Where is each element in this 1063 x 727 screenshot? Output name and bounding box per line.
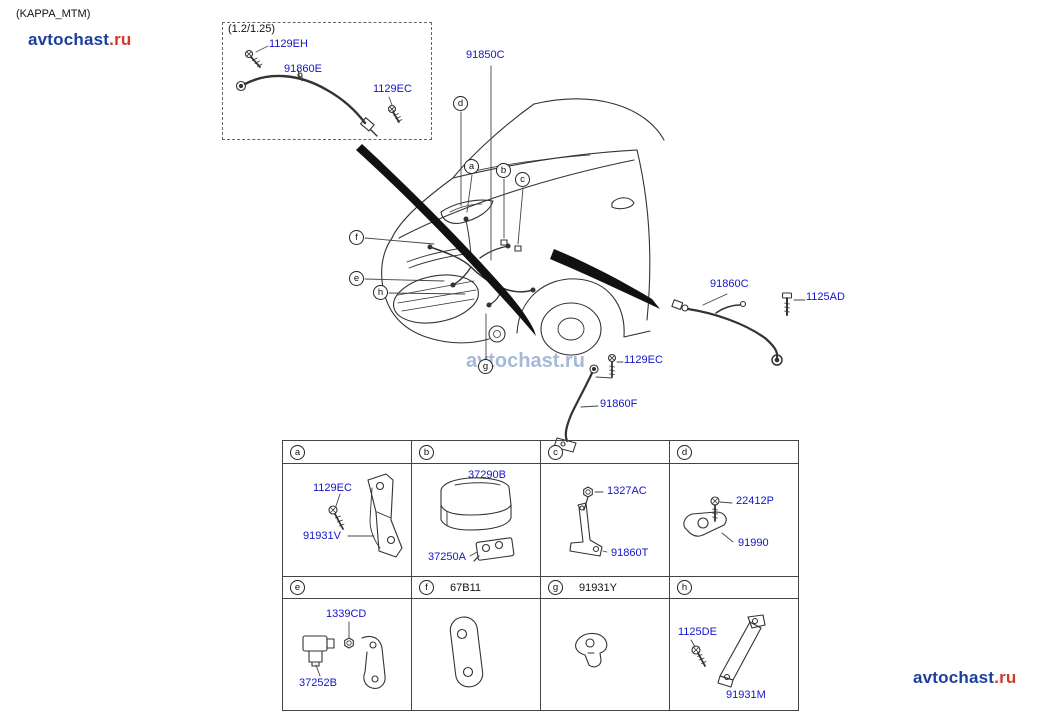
site-logo-tld: .ru — [109, 30, 132, 49]
site-logo-bottom-tld: .ru — [994, 668, 1017, 687]
table-key-b: b — [419, 444, 434, 460]
part-number-1339cd[interactable]: 1339CD — [326, 608, 367, 620]
table-cell-h: 1125DE 91931M — [670, 599, 799, 711]
parts-table: a b c d 1129EC 91931V 37290B 37250A 1327… — [282, 440, 799, 711]
callout-d: d — [453, 96, 468, 111]
variant-label: (KAPPA_MTM) — [16, 8, 91, 20]
part-number-91860t[interactable]: 91860T — [611, 547, 649, 559]
part-number-1129ec-mid[interactable]: 1129EC — [624, 354, 663, 366]
nut-1339cd-icon — [344, 637, 354, 649]
table-cell-d: 22412P 91990 — [670, 464, 799, 577]
table-header-g: g 91931Y — [541, 577, 670, 599]
bracket-91931v-drawing — [367, 473, 403, 558]
table-key-f: f — [419, 580, 434, 595]
table-cell-a: 1129EC 91931V — [283, 464, 412, 577]
part-number-37252b[interactable]: 37252B — [299, 677, 337, 689]
site-logo-top[interactable]: avtochast.ru — [28, 30, 132, 50]
part-number-67b11[interactable]: 67B11 — [450, 581, 481, 594]
bracket-91931m-drawing — [717, 614, 766, 688]
part-number-91931y[interactable]: 91931Y — [579, 581, 617, 594]
table-header-e: e — [283, 577, 412, 599]
table-key-h: h — [677, 580, 692, 595]
table-header-d: d — [670, 441, 799, 464]
part-number-91860c[interactable]: 91860C — [710, 278, 749, 290]
part-number-91931m[interactable]: 91931M — [726, 689, 766, 701]
inset-cable-drawing — [235, 45, 403, 137]
table-cell-g — [541, 599, 670, 711]
part-number-91931v[interactable]: 91931V — [303, 530, 341, 542]
part-number-91860e[interactable]: 91860E — [284, 63, 322, 75]
table-cell-f — [412, 599, 541, 711]
bolt-22412p-icon — [710, 496, 720, 522]
table-header-f: f 67B11 — [412, 577, 541, 599]
table-header-c: c — [541, 441, 670, 464]
screw-icon-cell-a — [328, 505, 345, 530]
part-number-91860f[interactable]: 91860F — [600, 398, 638, 410]
site-logo-name: avtochast — [28, 30, 110, 49]
plate-91990-drawing — [683, 511, 727, 537]
part-number-91990[interactable]: 91990 — [738, 537, 769, 549]
screw-1125de-icon — [691, 645, 707, 667]
plate-67b11-drawing — [449, 616, 484, 688]
sensor-37252b-drawing — [302, 635, 335, 667]
callout-h: h — [373, 285, 388, 300]
callout-b: b — [496, 163, 511, 178]
fuse-terminal-37250a-drawing — [473, 537, 515, 562]
screw-1129ec-icon — [607, 353, 617, 378]
part-number-1125ad[interactable]: 1125AD — [806, 291, 845, 303]
watermark: avtochast.ru — [466, 350, 585, 372]
car-outline-drawing — [381, 98, 665, 356]
part-number-1327ac[interactable]: 1327AC — [607, 485, 647, 497]
bracket-cell-e-drawing — [361, 635, 386, 689]
part-number-1125de[interactable]: 1125DE — [678, 626, 717, 638]
cover-37290b-drawing — [440, 477, 512, 531]
table-key-e: e — [290, 580, 305, 595]
part-number-37290b[interactable]: 37290B — [468, 469, 506, 481]
part-number-91850c[interactable]: 91850C — [466, 49, 505, 61]
table-cell-e: 1339CD 37252B — [283, 599, 412, 711]
part-number-1129ec-inset[interactable]: 1129EC — [373, 83, 412, 95]
part-number-1129ec-a[interactable]: 1129EC — [313, 482, 352, 494]
callout-a: a — [464, 159, 479, 174]
callout-f: f — [349, 230, 364, 245]
table-key-d: d — [677, 444, 692, 460]
part-number-22412p[interactable]: 22412P — [736, 495, 774, 507]
site-logo-bottom-name: avtochast — [913, 668, 995, 687]
table-header-h: h — [670, 577, 799, 599]
cable-91860f-drawing — [553, 364, 599, 453]
table-key-g: g — [548, 580, 563, 595]
cable-91860c-drawing — [671, 299, 783, 366]
inset-title: (1.2/1.25) — [228, 23, 276, 35]
callout-g: g — [478, 359, 493, 374]
callout-e: e — [349, 271, 364, 286]
site-logo-bottom[interactable]: avtochast.ru — [913, 668, 1017, 688]
callout-c: c — [515, 172, 530, 187]
part-number-37250a[interactable]: 37250A — [428, 551, 466, 563]
clip-91931y-drawing — [575, 632, 608, 668]
leader-lines — [315, 65, 806, 677]
table-key-c: c — [548, 444, 563, 460]
sweep-strokes — [356, 144, 660, 336]
table-header-a: a — [283, 441, 412, 464]
part-number-1129eh[interactable]: 1129EH — [269, 38, 308, 50]
table-cell-c: 1327AC 91860T — [541, 464, 670, 577]
bolt-1125ad-icon — [781, 292, 793, 316]
bracket-91860t-drawing — [569, 502, 603, 557]
table-key-a: a — [290, 444, 305, 460]
table-cell-b: 37290B 37250A — [412, 464, 541, 577]
table-header-b: b — [412, 441, 541, 464]
inset-variant-box — [222, 22, 432, 140]
